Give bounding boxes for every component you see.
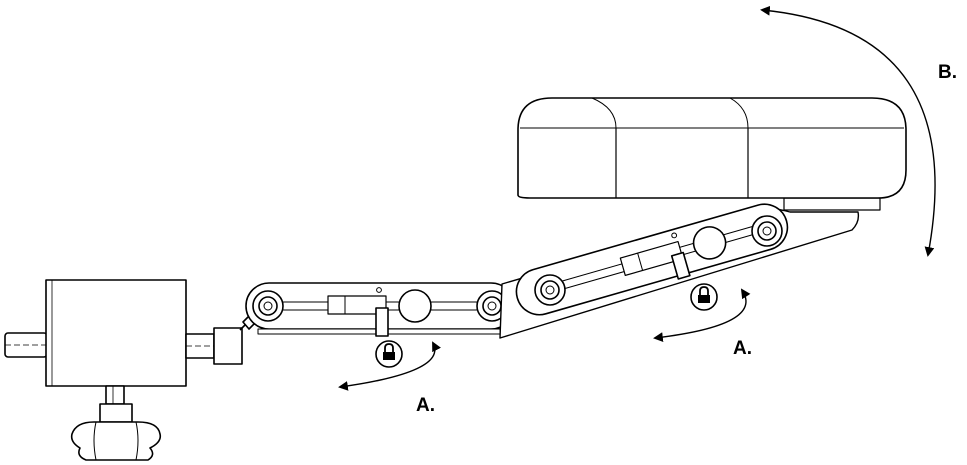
clamp-block [4, 279, 259, 387]
lower-arm [245, 282, 515, 337]
lock-icon [690, 283, 718, 311]
rotation-arrow-b [760, 5, 936, 257]
label-b: B. [938, 62, 957, 83]
clamp-knob [70, 385, 162, 461]
lock-icon [375, 340, 403, 368]
lock-adjust-arrow-left [338, 341, 441, 391]
label-a-right: A. [733, 338, 752, 359]
lock-adjust-arrow-right [653, 288, 751, 342]
upper-arm [499, 203, 860, 339]
head-pad [517, 97, 907, 211]
label-a-left: A. [416, 395, 435, 416]
